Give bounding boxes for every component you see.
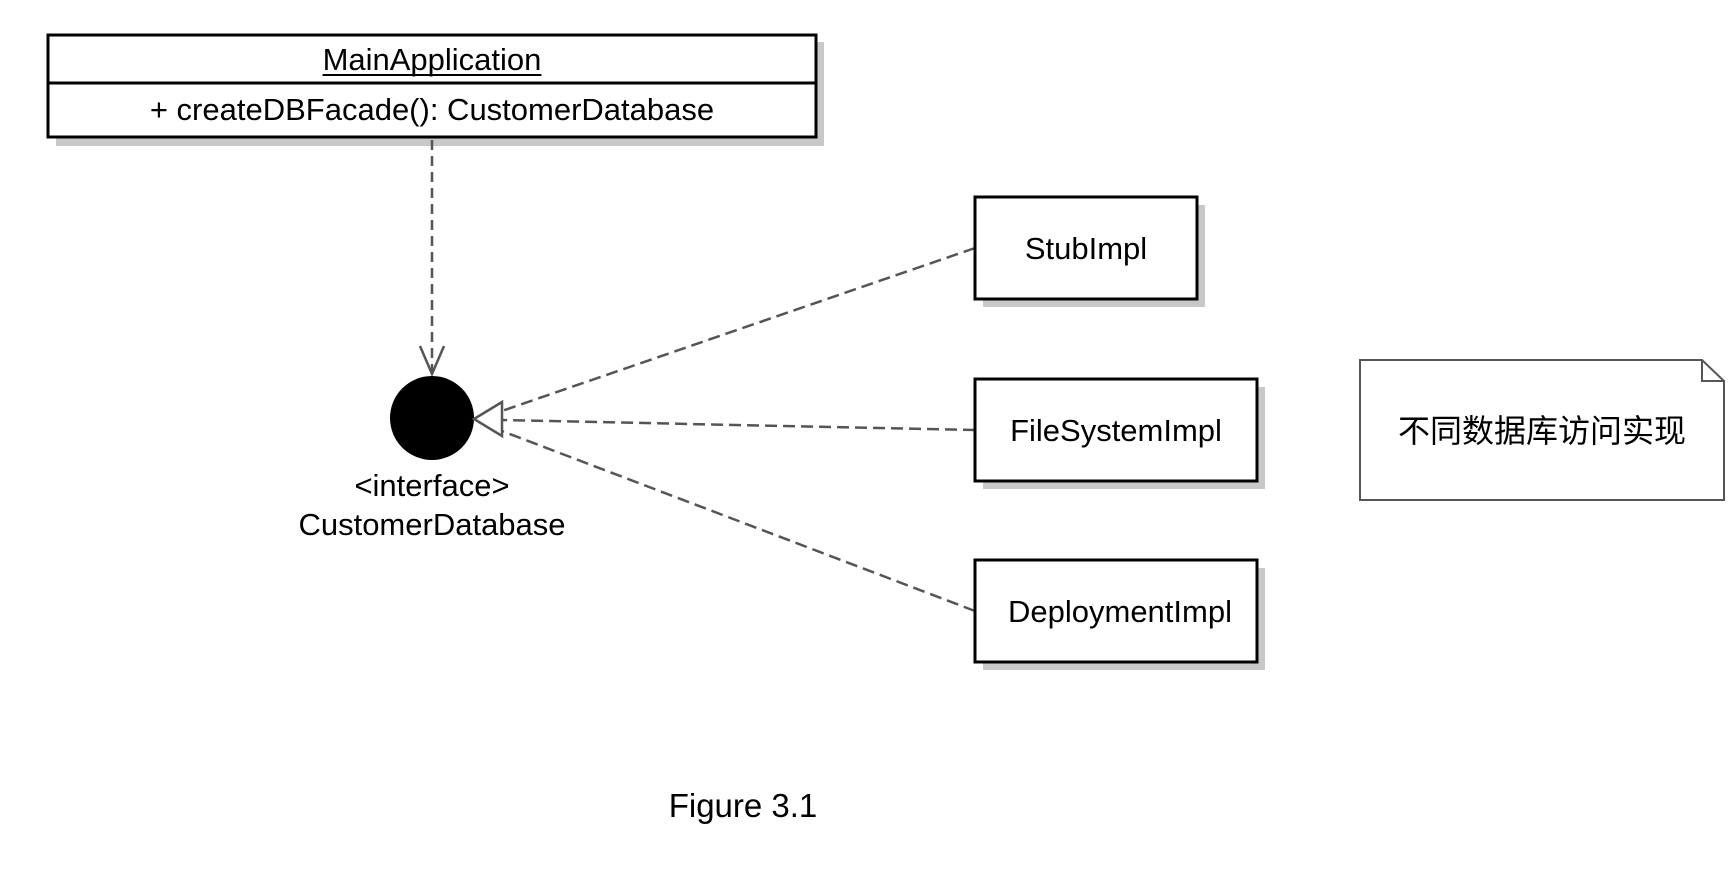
- note-text: 不同数据库访问实现: [1398, 413, 1686, 449]
- realization-arrowhead: [471, 399, 504, 439]
- interface-name: CustomerDatabase: [298, 507, 565, 542]
- note-body: [1359, 359, 1725, 501]
- interface-circle: [390, 376, 474, 460]
- class-name: FileSystemImpl: [1010, 413, 1222, 448]
- class-box: [973, 377, 1259, 483]
- realization-line-stubimpl: [495, 246, 976, 415]
- class-box: [973, 558, 1259, 664]
- note-fold: [1701, 360, 1724, 382]
- note[interactable]: 不同数据库访问实现: [1359, 359, 1725, 501]
- dependency-arrowhead: [418, 345, 446, 378]
- class-box: [46, 33, 818, 139]
- realization-line-filesystemimpl: [499, 418, 976, 432]
- class-name: StubImpl: [1025, 231, 1147, 266]
- class-name: DeploymentImpl: [1008, 594, 1232, 629]
- class-name: MainApplication: [323, 42, 542, 77]
- realization-lines: [471, 246, 976, 613]
- stubimpl-class[interactable]: StubImpl: [973, 195, 1205, 307]
- realization-line-deploymentimpl: [493, 426, 976, 613]
- figure-caption: Figure 3.1: [669, 787, 818, 824]
- filesystemimpl-class[interactable]: FileSystemImpl: [973, 377, 1265, 489]
- main-application-class[interactable]: MainApplication + createDBFacade(): Cust…: [46, 33, 824, 146]
- class-box: [973, 195, 1199, 301]
- interface-stereotype: <interface>: [354, 468, 509, 503]
- dependency-arrow: [418, 140, 446, 378]
- customer-database-interface[interactable]: <interface> CustomerDatabase: [298, 376, 566, 542]
- deploymentimpl-class[interactable]: DeploymentImpl: [973, 558, 1265, 670]
- class-operation: + createDBFacade(): CustomerDatabase: [150, 92, 714, 127]
